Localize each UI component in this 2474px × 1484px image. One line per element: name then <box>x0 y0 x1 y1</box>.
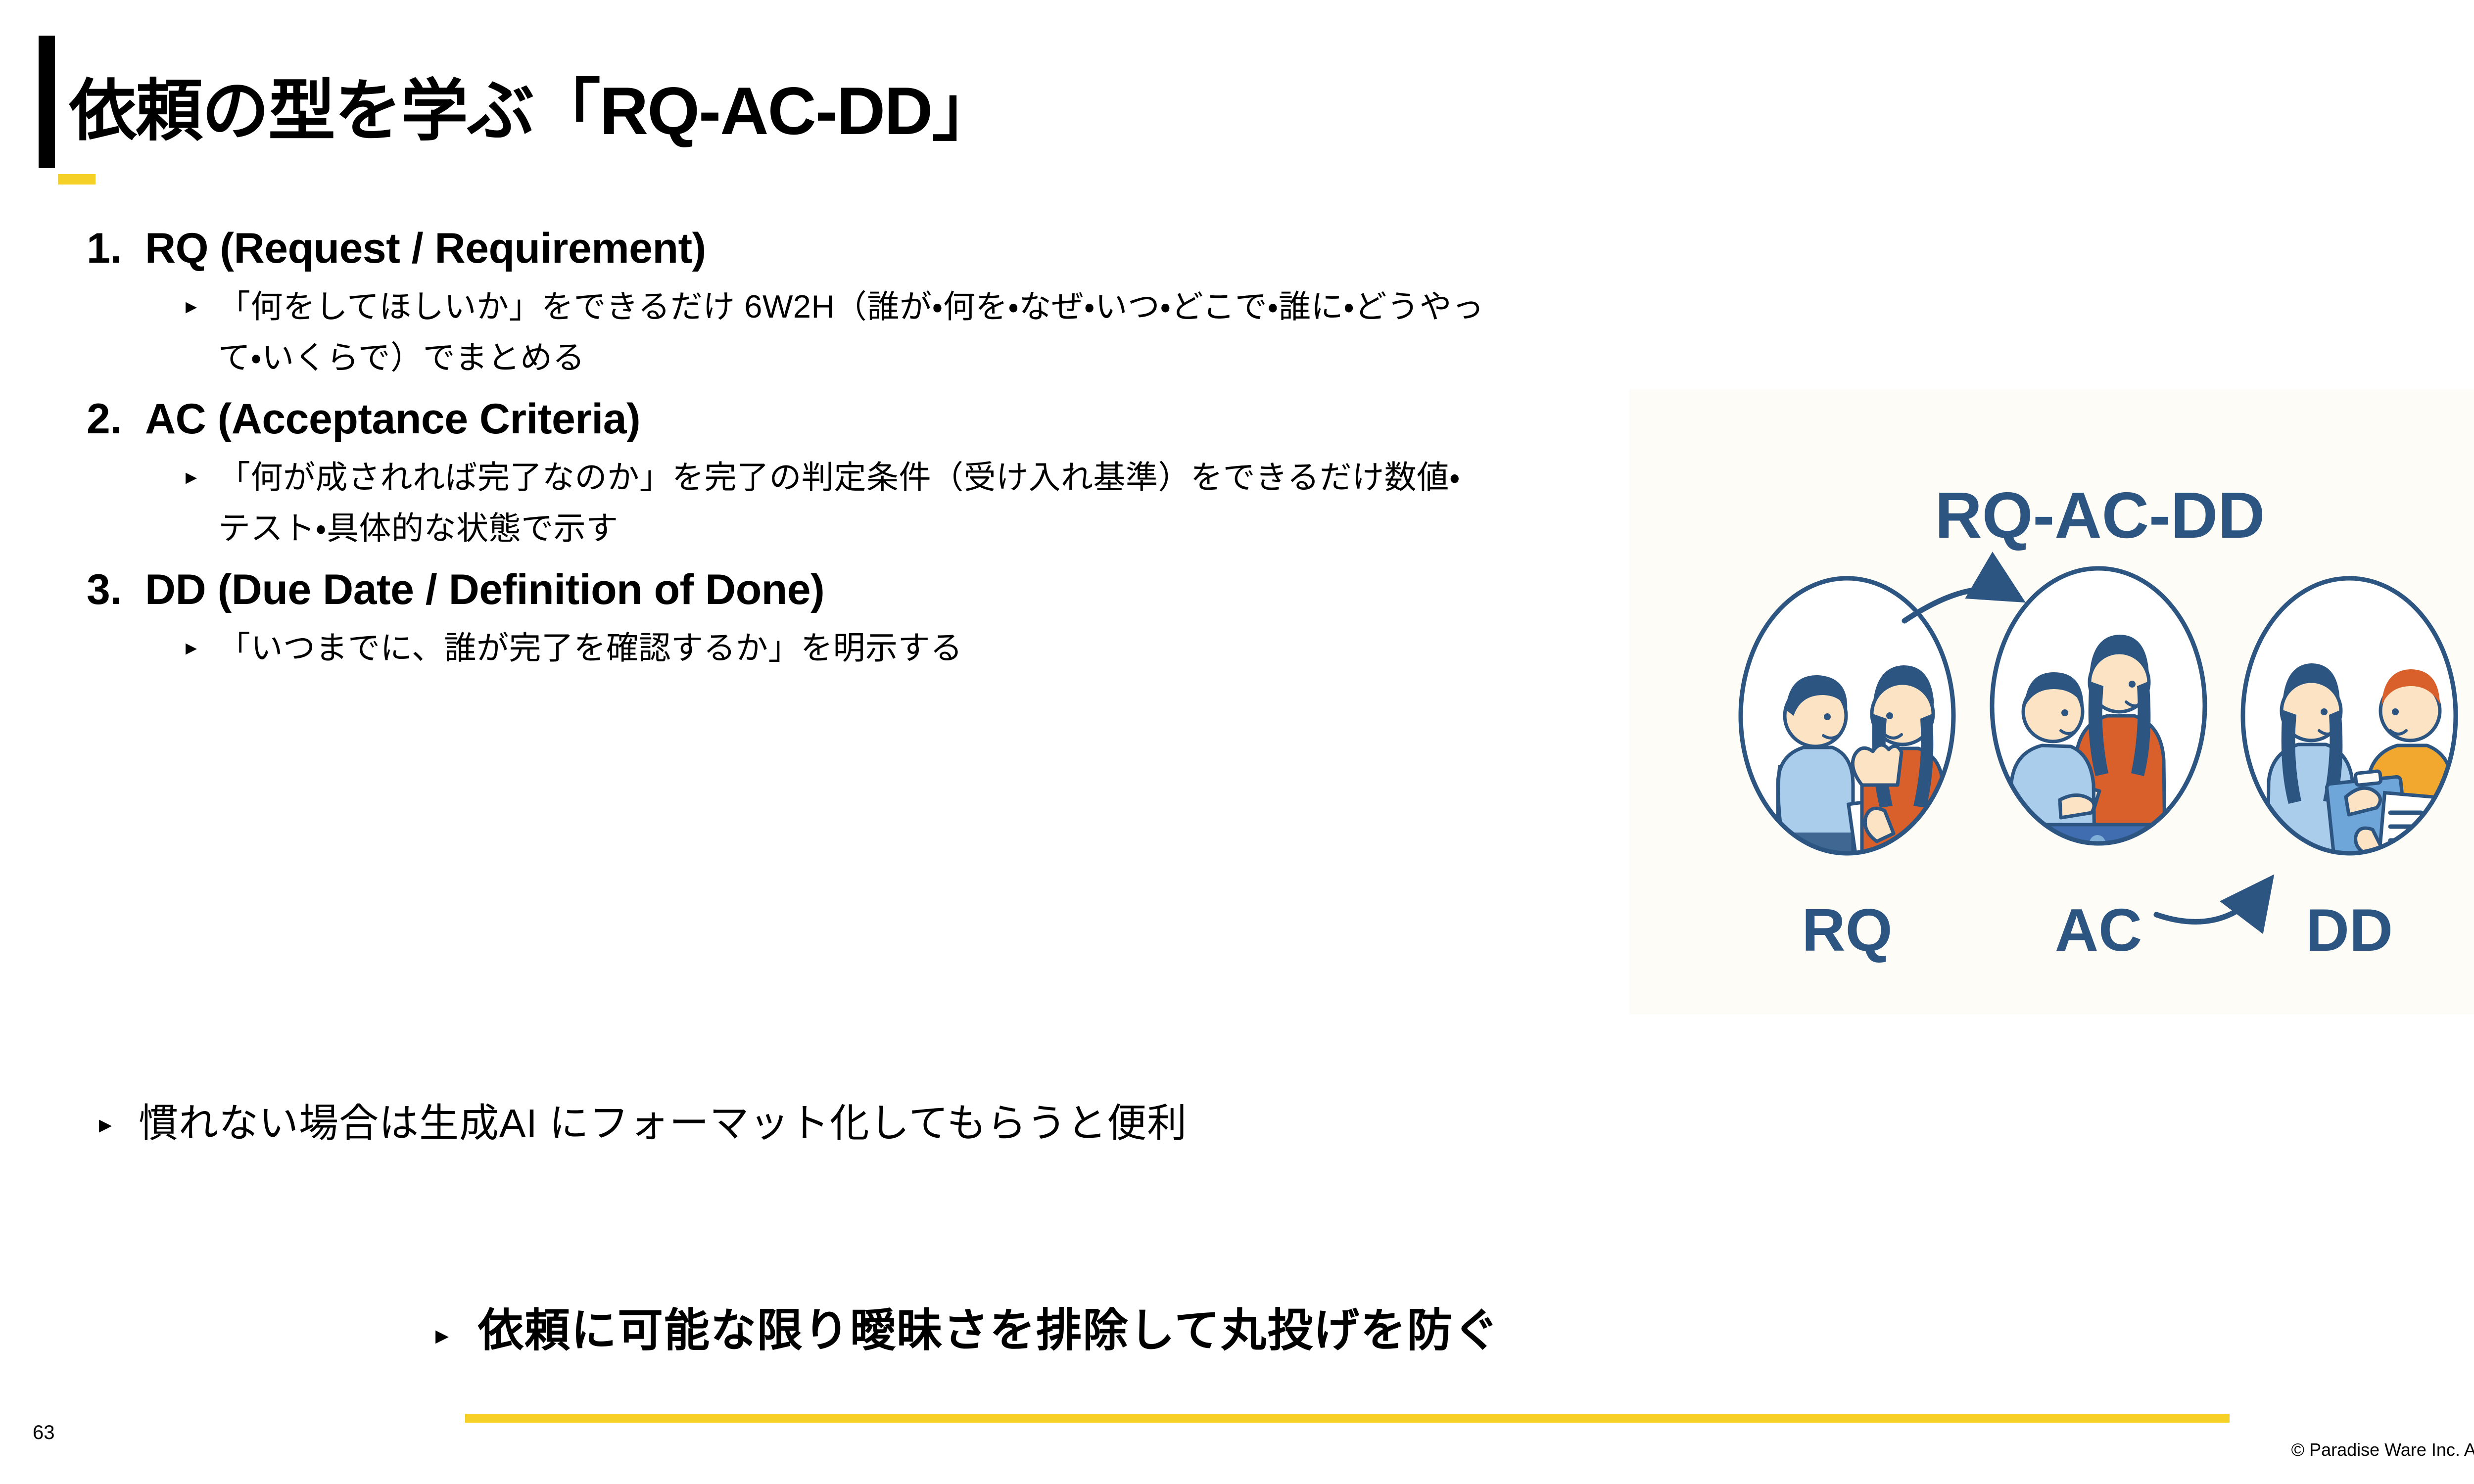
page-title: 依頼の型を学ぶ「RQ-AC-DD」 <box>69 73 999 149</box>
list-item-title: AC (Acceptance Criteria) <box>145 395 641 443</box>
triangle-bullet-icon: ▸ <box>186 293 197 319</box>
list-item-detail: ▸ 「何が成されれば完了なのか」を完了の判定条件（受け入れ基準）をできるだけ数値… <box>186 452 1492 554</box>
scene-label-rq: RQ <box>1802 896 1893 964</box>
list-item: 1. RQ (Request / Requirement) ▸ 「何をしてほしい… <box>87 224 1601 383</box>
list-item-title: RQ (Request / Requirement) <box>145 225 706 272</box>
list-item: 2. AC (Acceptance Criteria) ▸ 「何が成されれば完了… <box>87 394 1601 554</box>
oval-frame-ac <box>1990 566 2207 846</box>
triangle-bullet-icon: ▸ <box>186 634 197 660</box>
arrow-rq-to-ac-icon <box>1902 552 2026 624</box>
triangle-bullet-icon: ▸ <box>186 464 197 490</box>
list-item-heading: 1. RQ (Request / Requirement) <box>87 224 1601 274</box>
list-item-detail: ▸ 「いつまでに、誰が完了を確認するか」を明示する <box>186 623 1492 674</box>
scene-label-dd: DD <box>2306 896 2393 964</box>
title-accent-bar <box>39 36 55 168</box>
rq-ac-dd-illustration: RQ-AC-DD <box>1629 389 2474 1014</box>
list-item-marker: 2. <box>87 395 122 443</box>
scene-label-ac: AC <box>2055 896 2142 964</box>
list-item-heading: 3. DD (Due Date / Definition of Done) <box>87 565 1601 615</box>
oval-frame-dd <box>2240 576 2458 856</box>
conclusion-text: 依頼に可能な限り曖昧さを排除して丸投げを防ぐ <box>478 1305 1500 1356</box>
copyright-notice: © Paradise Ware Inc. All rights reserved… <box>2291 1439 2474 1460</box>
illustration-svg: RQ-AC-DD <box>1629 389 2474 1014</box>
list-item-detail-text: 「いつまでに、誰が完了を確認するか」を明示する <box>218 630 963 666</box>
list-item-title: DD (Due Date / Definition of Done) <box>145 565 825 613</box>
list-item-detail-text: 「何をしてほしいか」をできるだけ 6W2H（誰が・何を・なぜ・いつ・どこで・誰に… <box>218 288 1484 376</box>
list-item-heading: 2. AC (Acceptance Criteria) <box>87 394 1601 444</box>
triangle-bullet-icon: ▸ <box>435 1320 449 1350</box>
page-number: 63 <box>33 1422 55 1443</box>
illustration-title: RQ-AC-DD <box>1935 479 2265 552</box>
list-item-detail-text: 「何が成されれば完了なのか」を完了の判定条件（受け入れ基準）をできるだけ数値・テ… <box>218 459 1461 546</box>
triangle-bullet-icon: ▸ <box>99 1110 112 1139</box>
title-underline-accent <box>58 174 95 185</box>
scene-rq: RQ <box>1738 576 1956 964</box>
oval-frame-rq <box>1738 576 1956 856</box>
scene-dd: DD <box>2240 576 2458 964</box>
list-item: 3. DD (Due Date / Definition of Done) ▸ … <box>87 565 1601 674</box>
note-bullet-row: ▸ 慣れない場合は生成AI にフォーマット化してもらうと便利 <box>99 1096 1781 1151</box>
list-item-detail: ▸ 「何をしてほしいか」をできるだけ 6W2H（誰が・何を・なぜ・いつ・どこで・… <box>186 281 1492 383</box>
conclusion-row: ▸ 依頼に可能な限り曖昧さを排除して丸投げを防ぐ <box>435 1300 1500 1361</box>
conclusion-underline-accent <box>465 1414 2230 1423</box>
arrow-ac-to-dd-icon <box>2153 874 2275 934</box>
list-item-marker: 1. <box>87 225 122 272</box>
content-list: 1. RQ (Request / Requirement) ▸ 「何をしてほしい… <box>87 224 1601 685</box>
note-text: 慣れない場合は生成AI にフォーマット化してもらうと便利 <box>139 1101 1188 1145</box>
list-item-marker: 3. <box>87 565 122 613</box>
